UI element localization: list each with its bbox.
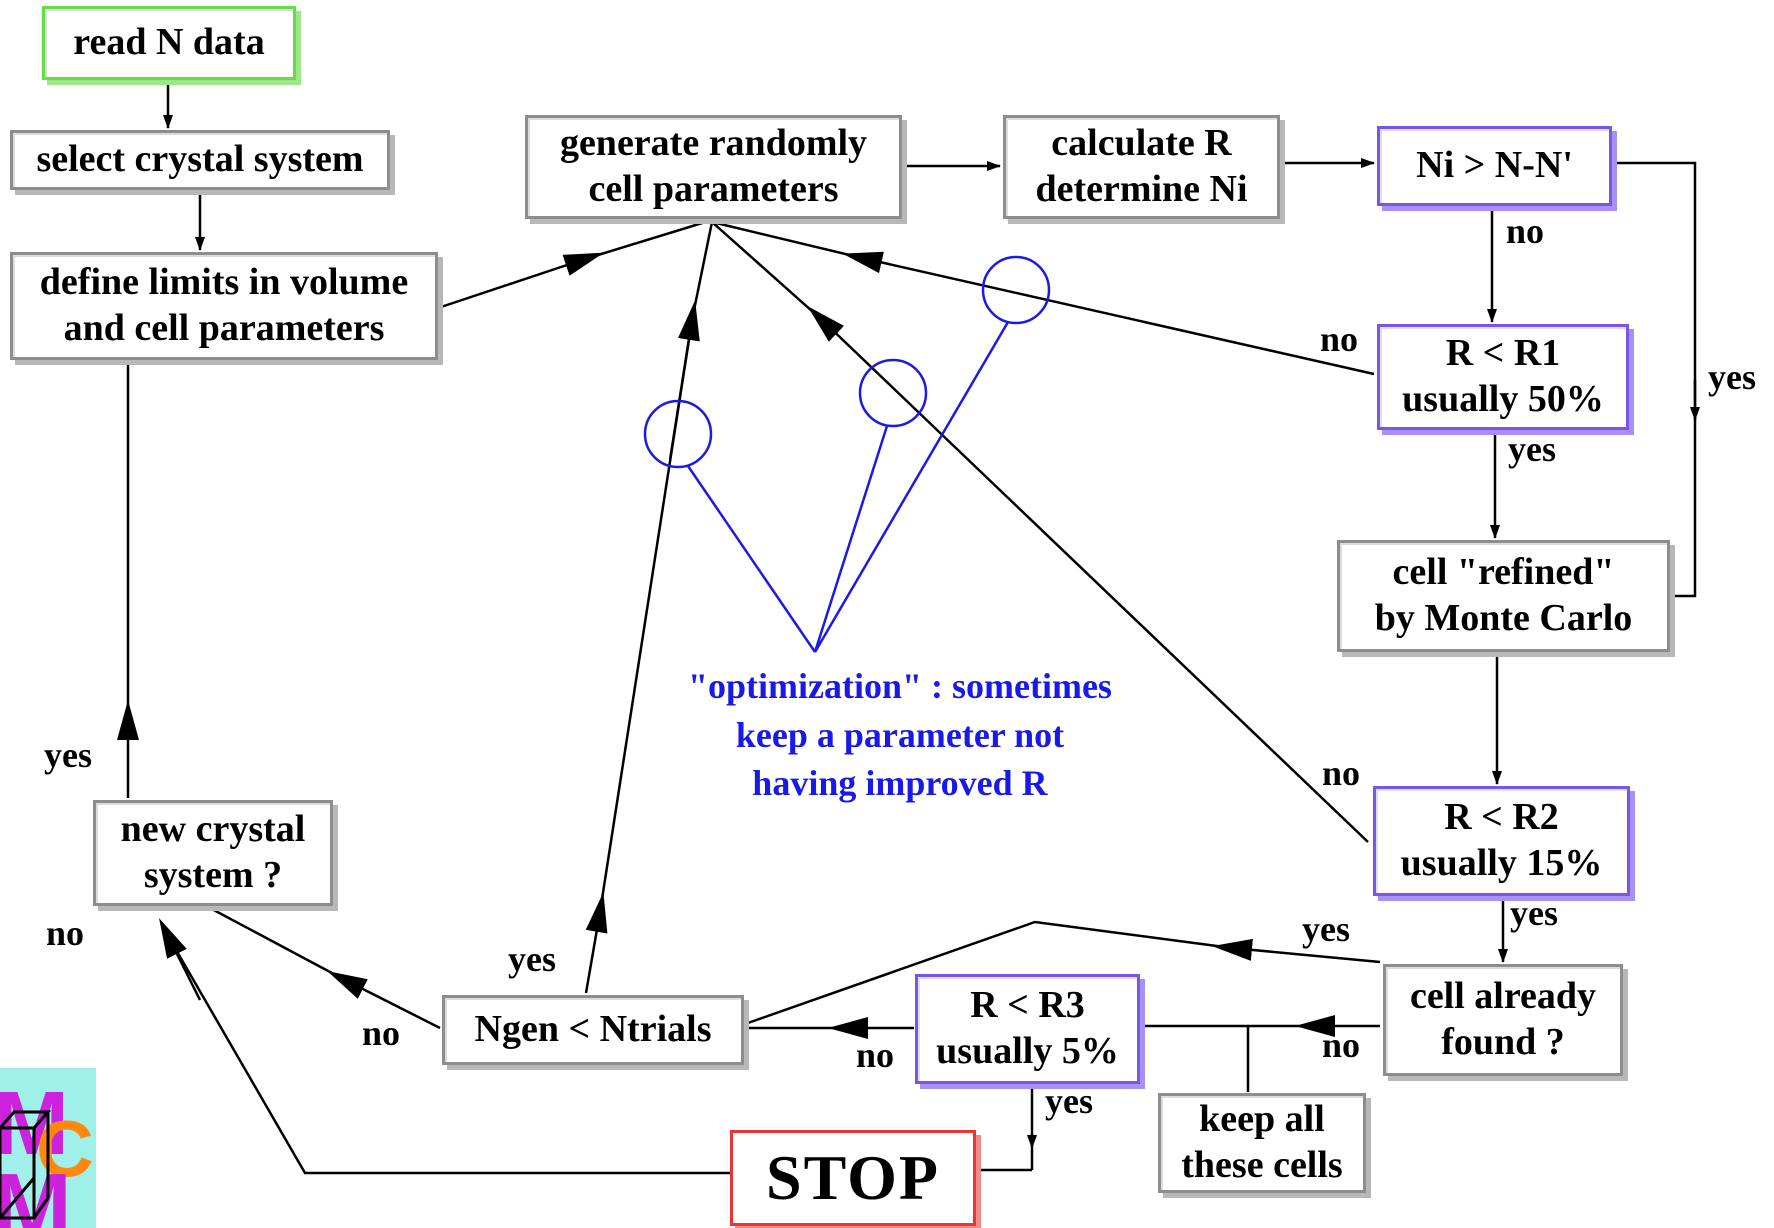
r2-no-label: no [1322,753,1361,793]
optimization-note-line1: "optimization" : sometimes [688,666,1112,706]
edge-ngen-yes [584,892,608,994]
generate-parameters-box: generate randomly cell parameters [525,115,902,219]
edge-ni-yes [1612,161,1697,598]
found-no-label: no [1322,1025,1361,1065]
r1-no-label: no [1320,319,1359,359]
system-yes-label: yes [44,735,92,775]
edge-define-to-generate [437,252,604,310]
r2-test-box: R < R2 usually 15% [1373,786,1630,896]
cell-already-found-box: cell already found ? [1383,964,1623,1076]
r1-test-box: R < R1 usually 50% [1377,324,1629,430]
edge-r1-no [842,251,1375,376]
read-data-box: read N data [42,6,296,80]
logo: M C M [0,1068,96,1228]
select-crystal-system-box: select crystal system [10,130,390,190]
monte-carlo-refinement-box: cell "refined" by Monte Carlo [1337,540,1670,652]
stop-box: STOP [730,1130,976,1226]
edge-ngen-no [327,970,441,1030]
optimization-marker-2 [858,358,928,428]
r3-test-box: R < R3 usually 5% [915,974,1140,1084]
r2-yes-label: yes [1510,893,1558,933]
found-yes-label: yes [1302,909,1350,949]
keep-cells-box: keep all these cells [1158,1093,1366,1193]
ni-yes-label: yes [1708,357,1756,397]
ni-test-box: Ni > N-N' [1377,126,1612,206]
logo-graphic: M C M [0,1068,96,1228]
r1-yes-label: yes [1508,429,1556,469]
edge-stop-to-system [166,935,730,1175]
r3-no-label: no [856,1035,895,1075]
new-crystal-system-box: new crystal system ? [93,800,333,906]
edge-found-yes [1212,938,1381,964]
r3-yes-label: yes [1045,1081,1093,1121]
ngen-yes-label: yes [508,939,556,979]
ngen-test-box: Ngen < Ntrials [442,995,744,1065]
optimization-note-line2: keep a parameter not [735,714,1065,755]
logo-letter-c: C [36,1104,94,1193]
edge-r2-no [807,306,1369,843]
optimization-marker-3 [981,255,1051,325]
optimization-note-line3: having improved R [752,763,1048,804]
ni-no-label: no [1506,211,1545,251]
calculate-r-box: calculate R determine Ni [1003,115,1280,219]
system-no-label: no [46,913,85,953]
ngen-no-label: no [362,1013,401,1053]
optimization-note: "optimization" : sometimes keep a parame… [640,662,1160,808]
logo-cube-icon [0,1110,52,1220]
optimization-marker-1 [643,399,713,469]
define-limits-box: define limits in volume and cell paramet… [10,252,438,360]
